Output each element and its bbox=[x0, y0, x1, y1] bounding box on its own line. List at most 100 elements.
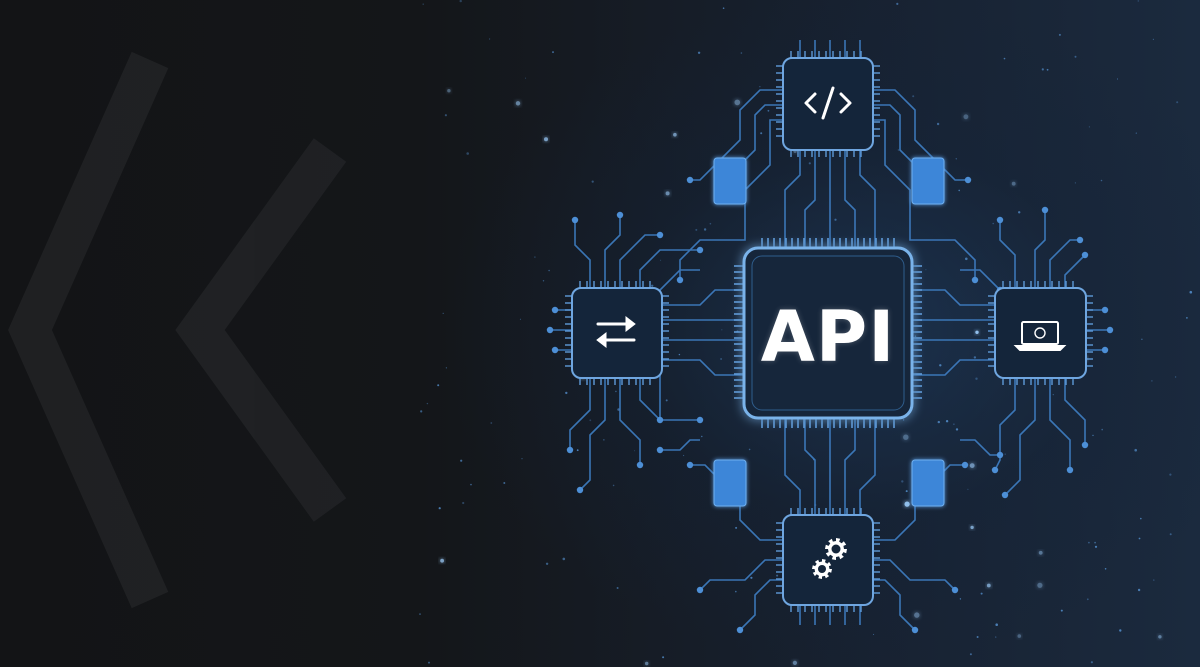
star-particle bbox=[735, 590, 737, 593]
star-particle bbox=[426, 402, 429, 405]
star-particle bbox=[645, 661, 649, 666]
trace-endpoint bbox=[1106, 326, 1114, 334]
star-particle bbox=[695, 228, 698, 231]
star-particle bbox=[489, 38, 491, 40]
star-particle bbox=[975, 377, 978, 380]
chip-settings bbox=[776, 508, 880, 612]
main-chip-pins bbox=[734, 238, 922, 428]
trace-endpoint bbox=[971, 276, 979, 284]
star-particle bbox=[953, 423, 955, 425]
star-particle bbox=[1141, 338, 1143, 340]
trace-endpoint bbox=[686, 461, 694, 469]
trace-endpoint bbox=[951, 586, 959, 594]
star-particle bbox=[422, 3, 424, 5]
star-particle bbox=[490, 422, 493, 424]
star-particle bbox=[1135, 132, 1137, 134]
trace-endpoint bbox=[676, 276, 684, 284]
trace-endpoint bbox=[546, 326, 554, 334]
star-particle bbox=[534, 256, 536, 258]
star-particle bbox=[616, 587, 619, 589]
star-particle bbox=[834, 218, 837, 221]
star-particle bbox=[903, 434, 909, 440]
trace-endpoint bbox=[571, 216, 579, 224]
trace-endpoint bbox=[696, 586, 704, 594]
star-particle bbox=[697, 51, 701, 54]
trace-endpoint bbox=[1101, 346, 1109, 354]
star-particle bbox=[519, 318, 521, 320]
star-particle bbox=[612, 484, 615, 487]
star-particle bbox=[969, 653, 972, 656]
star-particle bbox=[792, 660, 798, 666]
star-particle bbox=[808, 162, 811, 165]
circuit-traces bbox=[550, 40, 1110, 631]
star-particle bbox=[873, 633, 875, 635]
star-particle bbox=[925, 269, 927, 271]
trace-endpoint bbox=[1101, 306, 1109, 314]
star-particle bbox=[665, 399, 668, 402]
star-particle bbox=[683, 454, 685, 457]
trace-endpoint bbox=[996, 451, 1004, 459]
star-particle bbox=[420, 410, 423, 413]
star-particle bbox=[969, 463, 975, 468]
trace-endpoint bbox=[636, 461, 644, 469]
star-particle bbox=[992, 222, 994, 225]
star-particle bbox=[1174, 376, 1177, 378]
star-particle bbox=[634, 450, 636, 452]
star-particle bbox=[470, 483, 472, 486]
star-particle bbox=[970, 525, 974, 530]
star-particle bbox=[901, 480, 904, 483]
trace-endpoint bbox=[1041, 206, 1049, 214]
background-chevrons bbox=[8, 51, 347, 609]
star-particle bbox=[1153, 579, 1155, 581]
star-particle bbox=[1176, 101, 1179, 104]
star-particle bbox=[444, 114, 447, 117]
star-particle bbox=[660, 259, 662, 261]
memory-modules bbox=[713, 157, 945, 507]
trace-endpoint bbox=[991, 466, 999, 474]
star-particle bbox=[1119, 629, 1122, 632]
star-particle bbox=[678, 353, 681, 356]
trace-endpoint bbox=[961, 461, 969, 469]
star-particle bbox=[1158, 635, 1162, 639]
star-particle bbox=[651, 284, 654, 287]
star-particle bbox=[897, 149, 900, 151]
star-particle bbox=[1169, 473, 1172, 476]
star-particle bbox=[428, 661, 430, 664]
star-particle bbox=[1046, 68, 1049, 71]
trace-endpoint bbox=[551, 306, 559, 314]
star-particle bbox=[459, 0, 462, 3]
star-particle bbox=[552, 51, 554, 54]
star-particle bbox=[1058, 33, 1061, 36]
star-particle bbox=[959, 598, 962, 600]
trace-endpoint bbox=[696, 246, 704, 254]
star-particle bbox=[1088, 126, 1090, 128]
star-particle bbox=[976, 636, 979, 638]
chip-device bbox=[988, 281, 1093, 385]
star-particle bbox=[1117, 78, 1118, 80]
star-particle bbox=[995, 623, 998, 626]
star-particle bbox=[945, 420, 949, 423]
star-particle bbox=[1140, 517, 1142, 520]
star-particle bbox=[963, 114, 969, 120]
star-particle bbox=[965, 257, 968, 261]
star-particle bbox=[462, 501, 465, 505]
star-particle bbox=[1017, 634, 1022, 638]
trace-endpoint bbox=[1081, 441, 1089, 449]
star-particle bbox=[545, 562, 549, 565]
star-particle bbox=[914, 335, 917, 338]
star-particle bbox=[1041, 68, 1044, 71]
star-particle bbox=[967, 488, 969, 490]
star-particle bbox=[1094, 545, 1098, 548]
star-particle bbox=[589, 419, 592, 422]
star-particle bbox=[1074, 182, 1076, 184]
star-particle bbox=[955, 158, 957, 160]
star-particle bbox=[759, 86, 761, 88]
chip-transfer bbox=[565, 281, 669, 385]
star-particle bbox=[896, 2, 899, 5]
star-particle bbox=[437, 384, 440, 387]
star-particle bbox=[937, 420, 940, 424]
star-particle bbox=[750, 576, 753, 579]
trace-endpoint bbox=[656, 416, 664, 424]
star-particle bbox=[1104, 568, 1107, 570]
star-particle bbox=[525, 77, 527, 79]
